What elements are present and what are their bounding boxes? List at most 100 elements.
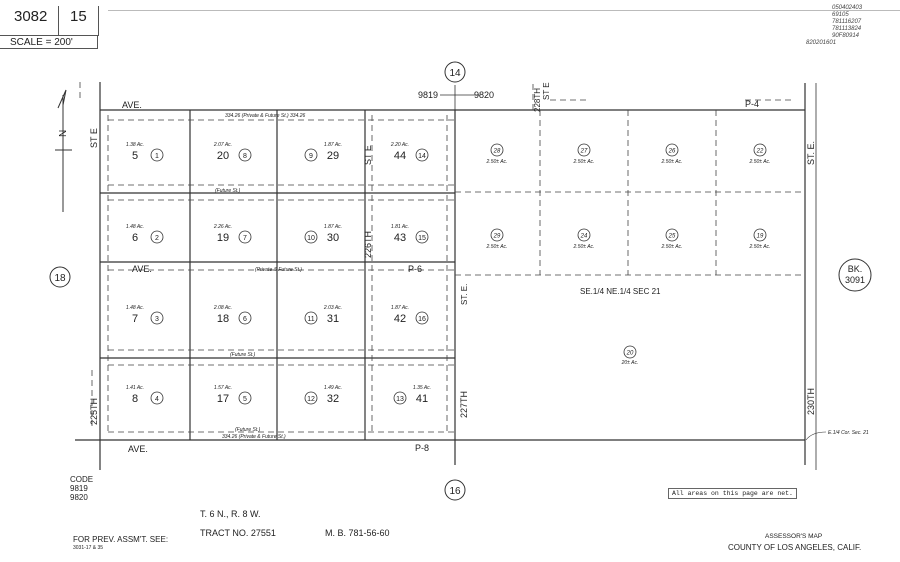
parcel-area: 2.26 Ac. bbox=[213, 224, 232, 230]
parcel-area: 1.81 Ac. bbox=[391, 224, 409, 230]
parcel-circle bbox=[238, 230, 252, 244]
parcel-number: 29 bbox=[493, 234, 501, 240]
parcel-number: 1 bbox=[155, 153, 159, 160]
north-arrow-icon bbox=[55, 89, 72, 212]
parcel[interactable]: 222.50± Ac. bbox=[749, 143, 771, 165]
street-labels: AVE. AVE. AVE. P-4 P-6 P-8 ST E 225TH 22… bbox=[89, 82, 816, 454]
lot-number: 43 bbox=[394, 232, 406, 244]
adjoining-top: 14 bbox=[449, 68, 461, 79]
parcel[interactable]: 19 7 2.26 Ac. bbox=[213, 224, 252, 244]
prev-assessment-ref: 3031-17 & 35 bbox=[73, 545, 104, 551]
lot-number: 44 bbox=[394, 150, 406, 162]
parcel-area: 1.35 Ac. bbox=[413, 385, 431, 391]
corner-leader bbox=[805, 431, 827, 441]
parcel-area: 1.48 Ac. bbox=[126, 305, 144, 311]
parcel-number: 19 bbox=[757, 234, 764, 240]
parcel[interactable]: 192.50± Ac. bbox=[749, 228, 771, 250]
code-right: 9820 bbox=[474, 90, 494, 100]
parcel-area: 20± Ac. bbox=[621, 360, 639, 366]
parcel-area: 1.48 Ac. bbox=[126, 224, 144, 230]
th228-label: 228TH bbox=[533, 88, 542, 112]
parcel-number: 5 bbox=[243, 396, 247, 403]
private-future-bottom: 334.26 (Private & Future St.) bbox=[222, 434, 286, 440]
parcel-number: 9 bbox=[309, 153, 313, 160]
parcel-number: 16 bbox=[418, 316, 426, 323]
title-line-1: ASSESSOR'S MAP bbox=[765, 533, 823, 540]
code-value: 9820 bbox=[70, 493, 88, 502]
parcel[interactable]: 252.50± Ac. bbox=[661, 228, 683, 250]
parcel[interactable]: 242.50± Ac. bbox=[573, 228, 595, 250]
p4-label: P-4 bbox=[745, 99, 759, 109]
adjoining-book-3091[interactable]: BK. 3091 bbox=[838, 258, 872, 292]
code-block: CODE 9819 9820 bbox=[70, 475, 93, 502]
st-e-230: ST. E. bbox=[806, 141, 816, 165]
parcel[interactable]: 292.50± Ac. bbox=[486, 228, 508, 250]
lot-number: 41 bbox=[416, 393, 428, 405]
adjoining-map-18[interactable]: 18 bbox=[49, 266, 71, 288]
future-st-2: (Future St.) bbox=[230, 352, 256, 358]
parcel-circle bbox=[393, 391, 407, 405]
st-e-226: ST E bbox=[363, 145, 373, 165]
lot-number: 17 bbox=[217, 393, 229, 405]
parcel-circle bbox=[577, 143, 591, 157]
parcel-circle bbox=[623, 345, 637, 359]
parcel[interactable]: 28 2.50± Ac. bbox=[486, 143, 508, 165]
parcel-circle bbox=[577, 228, 591, 242]
parcel-number: 28 bbox=[493, 149, 501, 155]
lot-number: 6 bbox=[132, 232, 138, 244]
parcel-number: 25 bbox=[668, 234, 676, 240]
parcel-area: 2.07 Ac. bbox=[213, 142, 232, 148]
st-e-228: ST E bbox=[542, 82, 551, 100]
ave-bottom: AVE. bbox=[128, 444, 148, 454]
adjoining-map-14[interactable]: 14 bbox=[444, 61, 466, 83]
future-st-3: (Future St.) bbox=[235, 427, 261, 433]
parcel-area: 2.50± Ac. bbox=[573, 159, 595, 165]
parcel-circle bbox=[415, 148, 429, 162]
th226-label: 226TH bbox=[363, 231, 373, 258]
lot-number: 42 bbox=[394, 313, 406, 325]
parcel-circle bbox=[150, 230, 164, 244]
parcel-area: 1.87 Ac. bbox=[391, 305, 409, 311]
parcel[interactable]: 42 16 1.87 Ac. bbox=[391, 305, 429, 325]
parcel[interactable]: 27 2.50± Ac. bbox=[573, 143, 595, 165]
adjoining-map-16[interactable]: 16 bbox=[444, 479, 466, 501]
parcel[interactable]: 6 2 1.48 Ac. bbox=[126, 224, 164, 244]
parcel-circle bbox=[150, 148, 164, 162]
scale-label: SCALE = 200' bbox=[0, 35, 98, 49]
parcel-area: 1.49 Ac. bbox=[324, 385, 342, 391]
parcel-number: 7 bbox=[243, 235, 247, 242]
parcel-number: 3 bbox=[155, 316, 159, 323]
parcel-area: 2.20 Ac. bbox=[390, 142, 409, 148]
ave-mid: AVE. bbox=[132, 264, 152, 274]
future-st-1: (Future St.) bbox=[215, 188, 241, 194]
parcel-large[interactable]: 2020± Ac. bbox=[621, 345, 639, 366]
parcel-area: 1.87 Ac. bbox=[324, 224, 342, 230]
parcel-area: 1.41 Ac. bbox=[126, 385, 144, 391]
parcel-circle bbox=[753, 228, 767, 242]
code-value: 9819 bbox=[70, 484, 88, 493]
parcel-circle bbox=[150, 391, 164, 405]
parcel-area: 2.50± Ac. bbox=[486, 159, 508, 165]
map-linework bbox=[75, 82, 817, 470]
lot-number: 29 bbox=[327, 150, 339, 162]
parcel-number: 2 bbox=[155, 235, 159, 242]
parcel-number: 27 bbox=[580, 149, 588, 155]
parcel[interactable]: 262.50± Ac. bbox=[661, 143, 683, 165]
lot-number: 19 bbox=[217, 232, 229, 244]
parcel-number: 8 bbox=[243, 153, 247, 160]
private-future-mid: (Private & Future St.) bbox=[255, 267, 302, 273]
parcel-circle bbox=[304, 230, 318, 244]
